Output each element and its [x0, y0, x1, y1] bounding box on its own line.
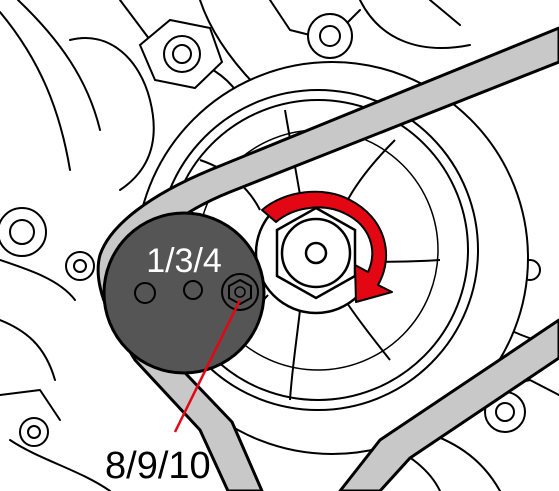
pointer-callout-label: 8/9/10	[105, 445, 211, 487]
center-hub	[254, 191, 378, 315]
tool-hole-2	[183, 280, 203, 300]
bolt-left-2	[65, 251, 95, 281]
bolt-left-1	[0, 207, 47, 257]
hole-callout-label: 1/3/4	[146, 242, 222, 280]
tool-hole-1	[134, 282, 156, 304]
rotation-arrow-icon	[261, 190, 393, 303]
locking-tool-disc	[102, 211, 266, 375]
pointer-line	[173, 299, 242, 433]
bolt-boss-top-right	[307, 13, 353, 59]
bolt-boss-top	[138, 18, 224, 90]
bolt-left-3	[19, 417, 49, 447]
